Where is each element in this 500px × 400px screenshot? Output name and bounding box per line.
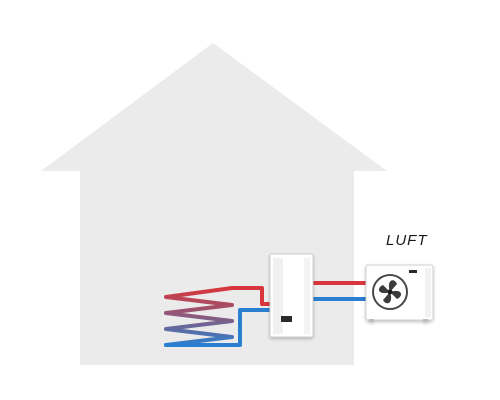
brand-badge [409, 270, 417, 273]
supply-pipe-indoor [230, 286, 272, 306]
house-silhouette [41, 43, 387, 365]
floor-heating-coil [164, 286, 234, 347]
indoor-unit [269, 253, 314, 338]
outdoor-unit-label: LUFT [386, 232, 428, 249]
outdoor-unit [365, 264, 434, 322]
return-pipe-indoor [164, 308, 272, 347]
fan-icon [378, 280, 402, 304]
indoor-unit-display [281, 316, 292, 322]
